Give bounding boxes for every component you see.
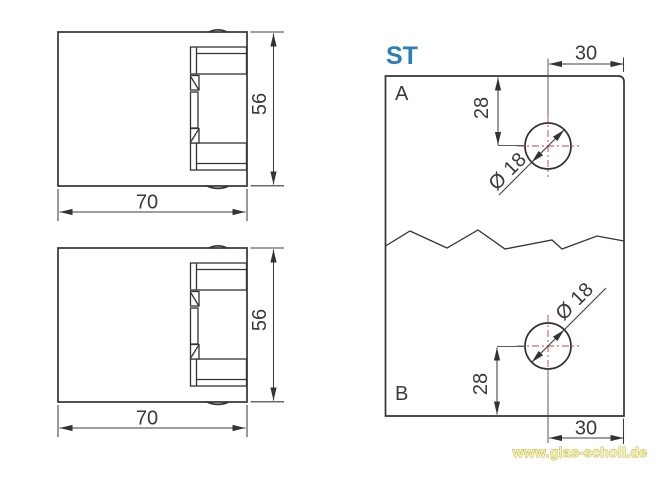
dim-width-bottom-view: 70 xyxy=(136,408,158,430)
hole-b-diameter-label: Ø 18 xyxy=(552,279,598,325)
clamp-side-view-top: 70 56 xyxy=(58,30,284,221)
clamp-bottom-geometry xyxy=(58,246,284,437)
clamp-side-view-bottom: 70 56 xyxy=(58,246,284,437)
dim-28-b: 28 xyxy=(470,346,525,415)
watermark: www.glas-scholl.de xyxy=(512,444,648,460)
dim-30-bottom-label: 30 xyxy=(575,418,597,440)
dim-28-a-label: 28 xyxy=(471,97,493,119)
glass-panel xyxy=(384,75,625,417)
clamp-top-geometry xyxy=(58,30,284,221)
dim-height-top-view: 56 xyxy=(249,93,271,115)
dim-height-bottom-view: 56 xyxy=(249,309,271,331)
dim-30-top-label: 30 xyxy=(575,43,597,65)
dim-width-top-view: 70 xyxy=(136,192,158,214)
dim-28-b-label: 28 xyxy=(470,373,492,395)
glass-break-line xyxy=(385,229,625,250)
dim-28-a: 28 xyxy=(471,77,526,146)
hole-a-diameter-label: Ø 18 xyxy=(485,149,531,195)
dim-30-bottom: 30 xyxy=(549,418,625,444)
dim-30-top: 30 xyxy=(549,43,625,72)
glass-panel-view: ST A B Ø 18 Ø 18 xyxy=(384,42,625,444)
section-b-label: B xyxy=(395,383,408,405)
page-title: ST xyxy=(386,42,418,70)
section-a-label: A xyxy=(395,83,409,105)
